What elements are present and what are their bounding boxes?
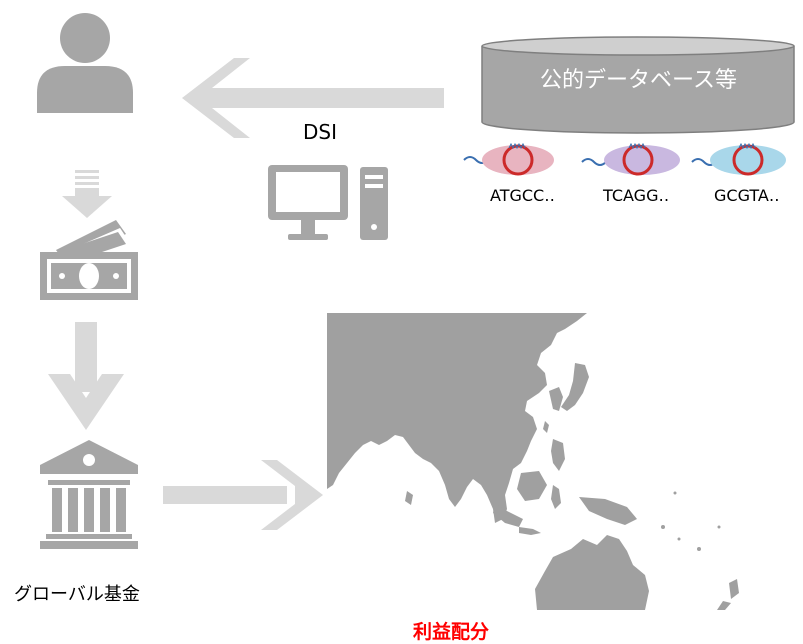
- bank-icon: [40, 440, 138, 549]
- arrow-left-to-user: [182, 58, 444, 138]
- sequence-label: GCGTA‥: [714, 186, 780, 205]
- down-arrow-large: [48, 322, 124, 430]
- benefit-sharing-label: 利益配分: [413, 621, 490, 643]
- user-icon: [37, 13, 133, 113]
- arrow-right-to-map: [163, 460, 323, 530]
- money-icon: [40, 220, 138, 300]
- down-arrow-small: [62, 170, 112, 218]
- sequence-label: TCAGG‥: [603, 186, 670, 205]
- database-cylinder: [481, 36, 795, 134]
- sequence-label: ATGCC‥: [490, 186, 555, 205]
- plasmid-icon: [581, 142, 680, 176]
- database-label: 公的データベース等: [540, 68, 737, 93]
- plasmid-icon: [691, 142, 786, 176]
- fund-label: グローバル基金: [14, 584, 140, 605]
- world-map: [327, 313, 739, 610]
- dsi-label: DSI: [303, 120, 337, 144]
- computer-icon: [268, 165, 388, 240]
- plasmid-icon: [463, 142, 554, 176]
